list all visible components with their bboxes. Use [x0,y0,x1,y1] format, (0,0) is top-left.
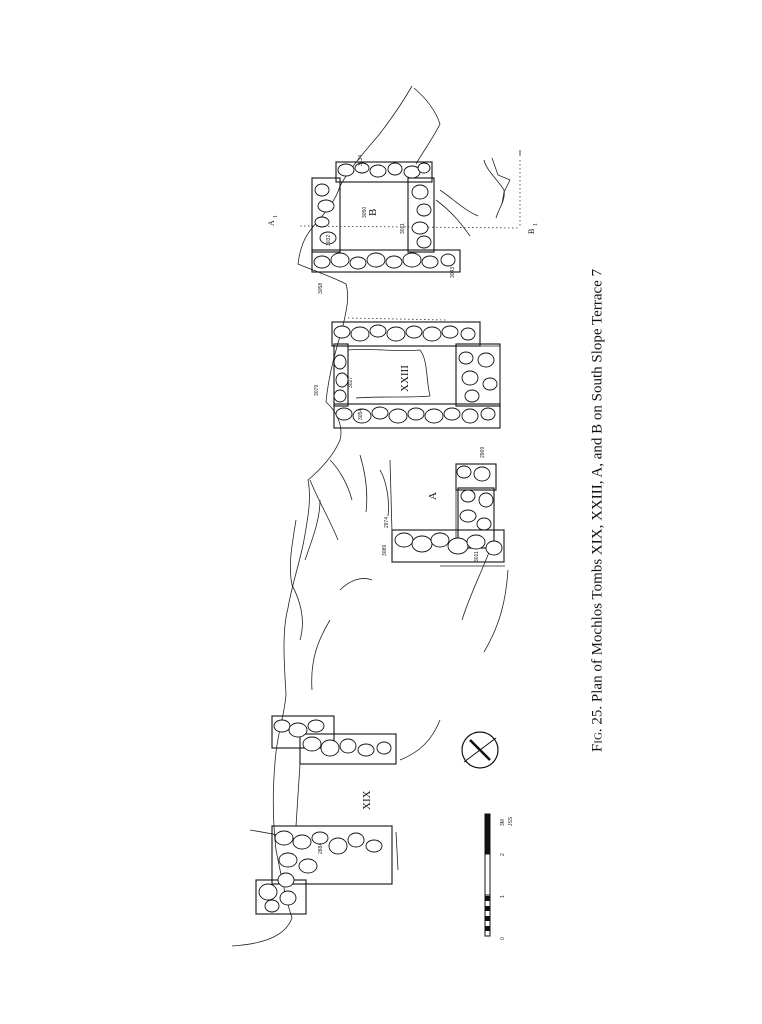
wall-numbers: 3134 3050 3032 3011 3043 3058 3079 3027 … [314,155,486,854]
scale-bar: 0 1 2 3M JSS [484,813,514,940]
figure-caption: Fig. 25. Plan of Mochlos Tombs XIX, XXII… [590,161,607,861]
section-a-subscript: 1 [273,215,279,218]
wall-number: 3050 [362,207,368,218]
scale-tick-0: 0 [500,937,506,940]
wall-number: 3027 [348,377,354,388]
caption-prefix: Fig. 25. [589,705,606,753]
tomb-b-label: B [367,209,379,216]
section-a-label: A [267,220,276,226]
tomb-xxiii-walls [331,317,501,429]
wall-number: 3134 [358,155,364,166]
scale-tick-1: 1 [500,895,506,898]
tomb-xxiii-label: XXIII [399,365,411,392]
section-b-label: B [527,229,536,234]
wall-number: 3032 [326,235,332,246]
tomb-xix-stones [258,719,392,913]
draftsman-initials: JSS [508,816,514,826]
north-arrow-icon [461,731,499,769]
scale-tick-3m: 3M [500,819,506,826]
wall-number: 3054 [358,409,364,420]
wall-number: 3043 [450,267,456,278]
tomb-a-label: A [427,492,439,500]
wall-number: 2884 [318,843,324,854]
section-line-labels: A 1 B 1 [267,215,539,234]
tomb-xix-walls [255,715,399,915]
tomb-xxiii-stones [333,324,498,424]
tomb-b-stones [313,162,456,270]
tomb-xix-label: XIX [361,790,373,810]
scale-tick-2: 2 [500,853,506,856]
caption-text: Plan of Mochlos Tombs XIX, XXIII, A, and… [589,268,606,703]
wall-number: 2974 [384,517,390,528]
wall-number: 3089 [382,545,388,556]
wall-number: 3058 [318,283,324,294]
wall-number: 2969 [480,447,486,458]
tomb-a-stones [394,465,503,556]
wall-number: 3079 [314,385,320,396]
wall-number: 3011 [474,551,480,562]
section-b-subscript: 1 [533,223,539,226]
wall-number: 3011 [400,223,406,234]
tomb-a-walls [389,459,505,567]
tomb-b-walls [299,150,521,273]
